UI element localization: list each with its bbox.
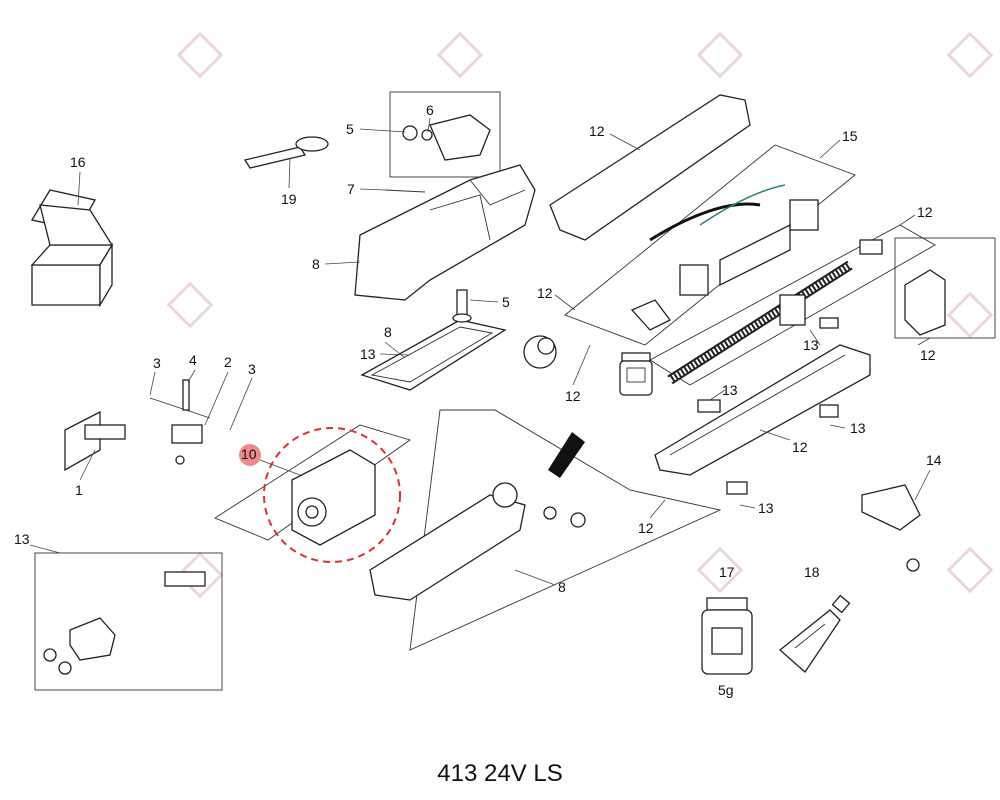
- part-13-pad: [819, 317, 839, 329]
- label-13: 13: [722, 382, 738, 398]
- label-1: 1: [75, 482, 83, 498]
- label-2: 2: [224, 354, 232, 370]
- label-12: 12: [537, 285, 553, 301]
- part-12-limit-box: [894, 237, 996, 339]
- part-18-grease-tube: [778, 594, 851, 673]
- label-5: 5: [346, 121, 354, 137]
- part-13-pad: [697, 399, 721, 413]
- part-5-release-mechanism: [402, 114, 491, 161]
- part-grease-jar-small: [619, 352, 653, 396]
- part-12-clip: [630, 299, 671, 331]
- part-7-screws: [384, 189, 426, 193]
- part-17-grease-jar: [701, 597, 753, 675]
- label-4: 4: [189, 352, 197, 368]
- part-10-outline: [214, 424, 412, 541]
- label-5: 5: [502, 294, 510, 310]
- part-1-bracket: [64, 410, 126, 472]
- part-2-fork: [149, 397, 211, 444]
- label-12: 12: [589, 123, 605, 139]
- part-16-box: [30, 189, 114, 308]
- label-7: 7: [347, 181, 355, 197]
- label-3: 3: [153, 355, 161, 371]
- part-13-pad: [726, 481, 748, 495]
- part-10-motor: [291, 449, 376, 546]
- label-6: 6: [426, 102, 434, 118]
- diagram-title: 413 24V LS: [437, 760, 563, 787]
- part-8-base: [369, 482, 586, 601]
- part-12-screw-rod: [667, 239, 883, 385]
- part-14-nut: [906, 558, 920, 572]
- label-8: 8: [558, 579, 566, 595]
- part-washer: [175, 455, 185, 465]
- label-13: 13: [14, 531, 30, 547]
- part-15-outline: [564, 144, 856, 346]
- part-12-base-tray: [654, 344, 871, 476]
- label-15: 15: [842, 128, 858, 144]
- watermark: [166, 31, 994, 599]
- part-19-key: [243, 136, 329, 169]
- part-15-electronics: [649, 184, 819, 296]
- label-13: 13: [803, 337, 819, 353]
- label-12: 12: [792, 439, 808, 455]
- part-8-gasket: [360, 319, 507, 391]
- part-13-kit: [43, 571, 206, 675]
- part-12-top-cover: [549, 94, 751, 241]
- label-13: 13: [360, 346, 376, 362]
- label-17: 17: [719, 564, 735, 580]
- label-8: 8: [384, 324, 392, 340]
- part-13-kit-box: [34, 552, 223, 691]
- part-5-shaft: [452, 289, 472, 323]
- label-3: 3: [248, 361, 256, 377]
- part-labels: 16 19 5 6 7 8 12 15 12 12 5 8 13 12 13 1…: [14, 102, 942, 698]
- part-8-cover: [354, 164, 536, 301]
- label-10: 10: [241, 446, 257, 462]
- label-12: 12: [638, 520, 654, 536]
- label-16: 16: [70, 154, 86, 170]
- label-19: 19: [281, 191, 297, 207]
- part-5-group-box: [389, 91, 501, 178]
- part-13-pad: [819, 404, 839, 418]
- part-grease-tube-small: [548, 432, 585, 478]
- grease-weight-label: 5g: [718, 682, 734, 698]
- label-14: 14: [926, 452, 942, 468]
- label-12: 12: [920, 347, 936, 363]
- part-12-gear: [523, 335, 557, 369]
- label-13: 13: [758, 500, 774, 516]
- label-12: 12: [565, 388, 581, 404]
- part-8-base-outline: [409, 409, 722, 651]
- part-14-bracket: [861, 484, 921, 531]
- label-13: 13: [850, 420, 866, 436]
- label-18: 18: [804, 564, 820, 580]
- highlight-circle: [263, 427, 401, 563]
- part-4-pin: [182, 379, 190, 411]
- part-12-limit-switch: [904, 269, 946, 336]
- highlight-badge: [239, 444, 261, 466]
- label-12: 12: [917, 204, 933, 220]
- label-8: 8: [312, 256, 320, 272]
- leader-lines: [29, 117, 931, 586]
